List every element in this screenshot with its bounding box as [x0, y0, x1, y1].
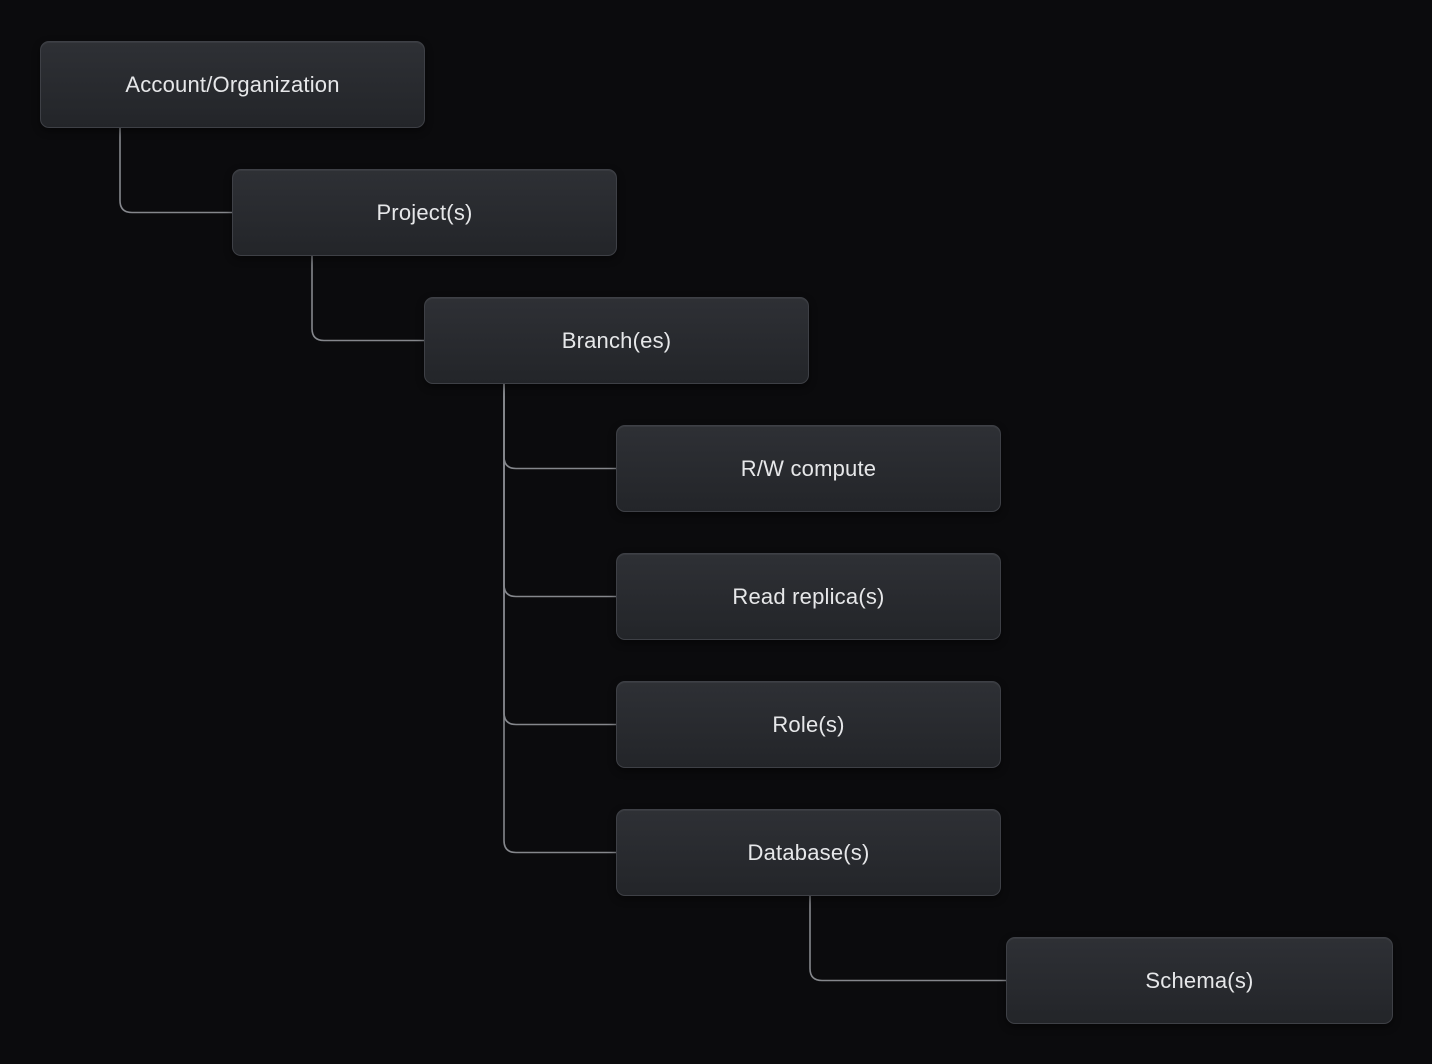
node-rw-compute: R/W compute: [616, 425, 1001, 512]
connector-branches-to-roles: [503, 384, 616, 726]
connector-account-to-projects: [119, 128, 232, 214]
connector-branches-to-databases: [503, 384, 616, 854]
node-branches: Branch(es): [424, 297, 809, 384]
node-projects: Project(s): [232, 169, 617, 256]
node-schemas: Schema(s): [1006, 937, 1393, 1024]
node-read-replicas: Read replica(s): [616, 553, 1001, 640]
node-roles: Role(s): [616, 681, 1001, 768]
connector-branches-to-read-replicas: [503, 384, 616, 598]
connector-databases-to-schemas: [809, 896, 1006, 982]
connector-branches-to-rw-compute: [503, 384, 616, 470]
node-databases: Database(s): [616, 809, 1001, 896]
connector-projects-to-branches: [311, 256, 424, 342]
node-account-organization: Account/Organization: [40, 41, 425, 128]
